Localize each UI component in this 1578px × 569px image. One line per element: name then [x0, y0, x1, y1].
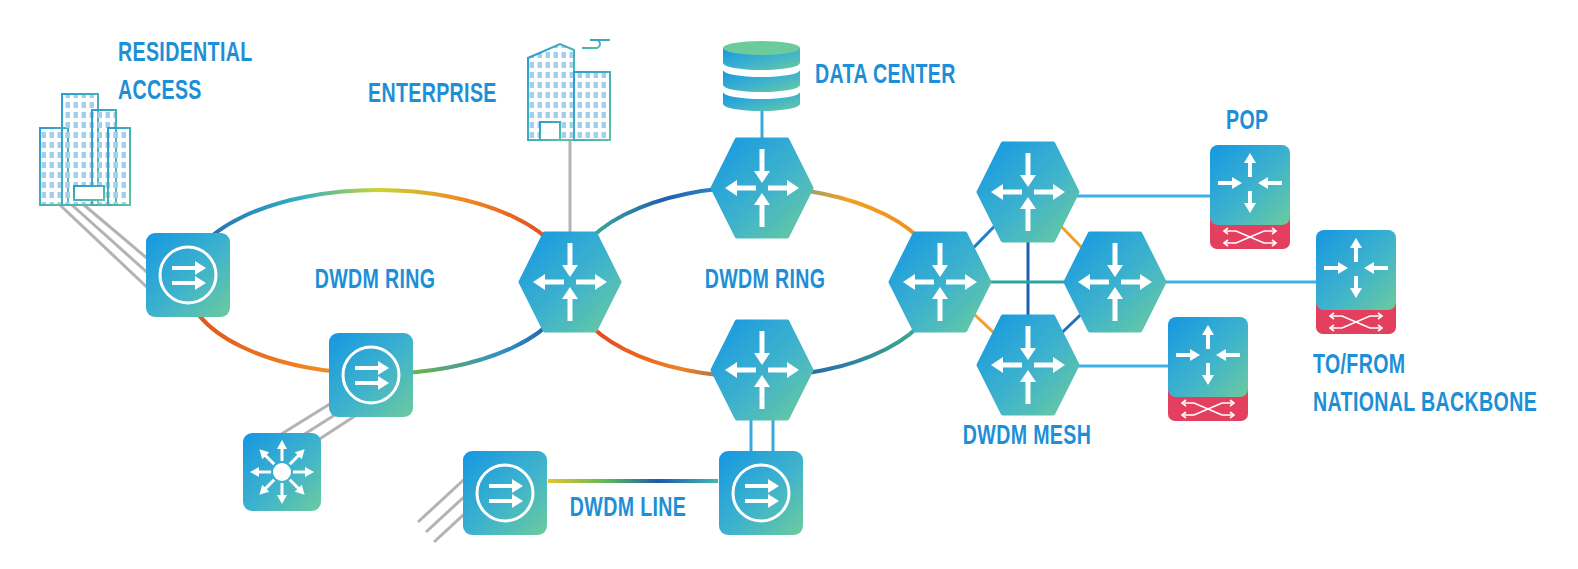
- network-label: DWDM RING: [284, 260, 466, 298]
- national-backbone-node: TO/FROMNATIONAL BACKBONE: [1313, 345, 1578, 421]
- double-link: [751, 416, 773, 452]
- node-label: POP: [1226, 101, 1282, 139]
- access-wires: [60, 140, 570, 542]
- residential-access-node: RESIDENTIAL ACCESS: [118, 33, 333, 109]
- datacenter-link: [761, 108, 764, 142]
- node-label: NATIONAL BACKBONE: [1313, 383, 1551, 421]
- enterprise-building: [520, 40, 618, 140]
- database-icon: [723, 41, 800, 111]
- network-devices: [146, 140, 1396, 535]
- network-label: DWDM RING: [674, 260, 856, 298]
- node-label: ENTERPRISE: [368, 74, 508, 112]
- data-center-node: DATA CENTER: [815, 55, 1035, 93]
- enterprise-node: ENTERPRISE: [368, 74, 568, 112]
- node-label: TO/FROM: [1313, 345, 1551, 383]
- node-label: DATA CENTER: [815, 55, 969, 93]
- network-label: DWDM MESH: [936, 416, 1118, 454]
- network-label: DWDM LINE: [537, 488, 719, 526]
- pop-node: POP: [1226, 101, 1306, 139]
- node-label: RESIDENTIAL ACCESS: [118, 33, 269, 109]
- residential-building: [32, 94, 134, 205]
